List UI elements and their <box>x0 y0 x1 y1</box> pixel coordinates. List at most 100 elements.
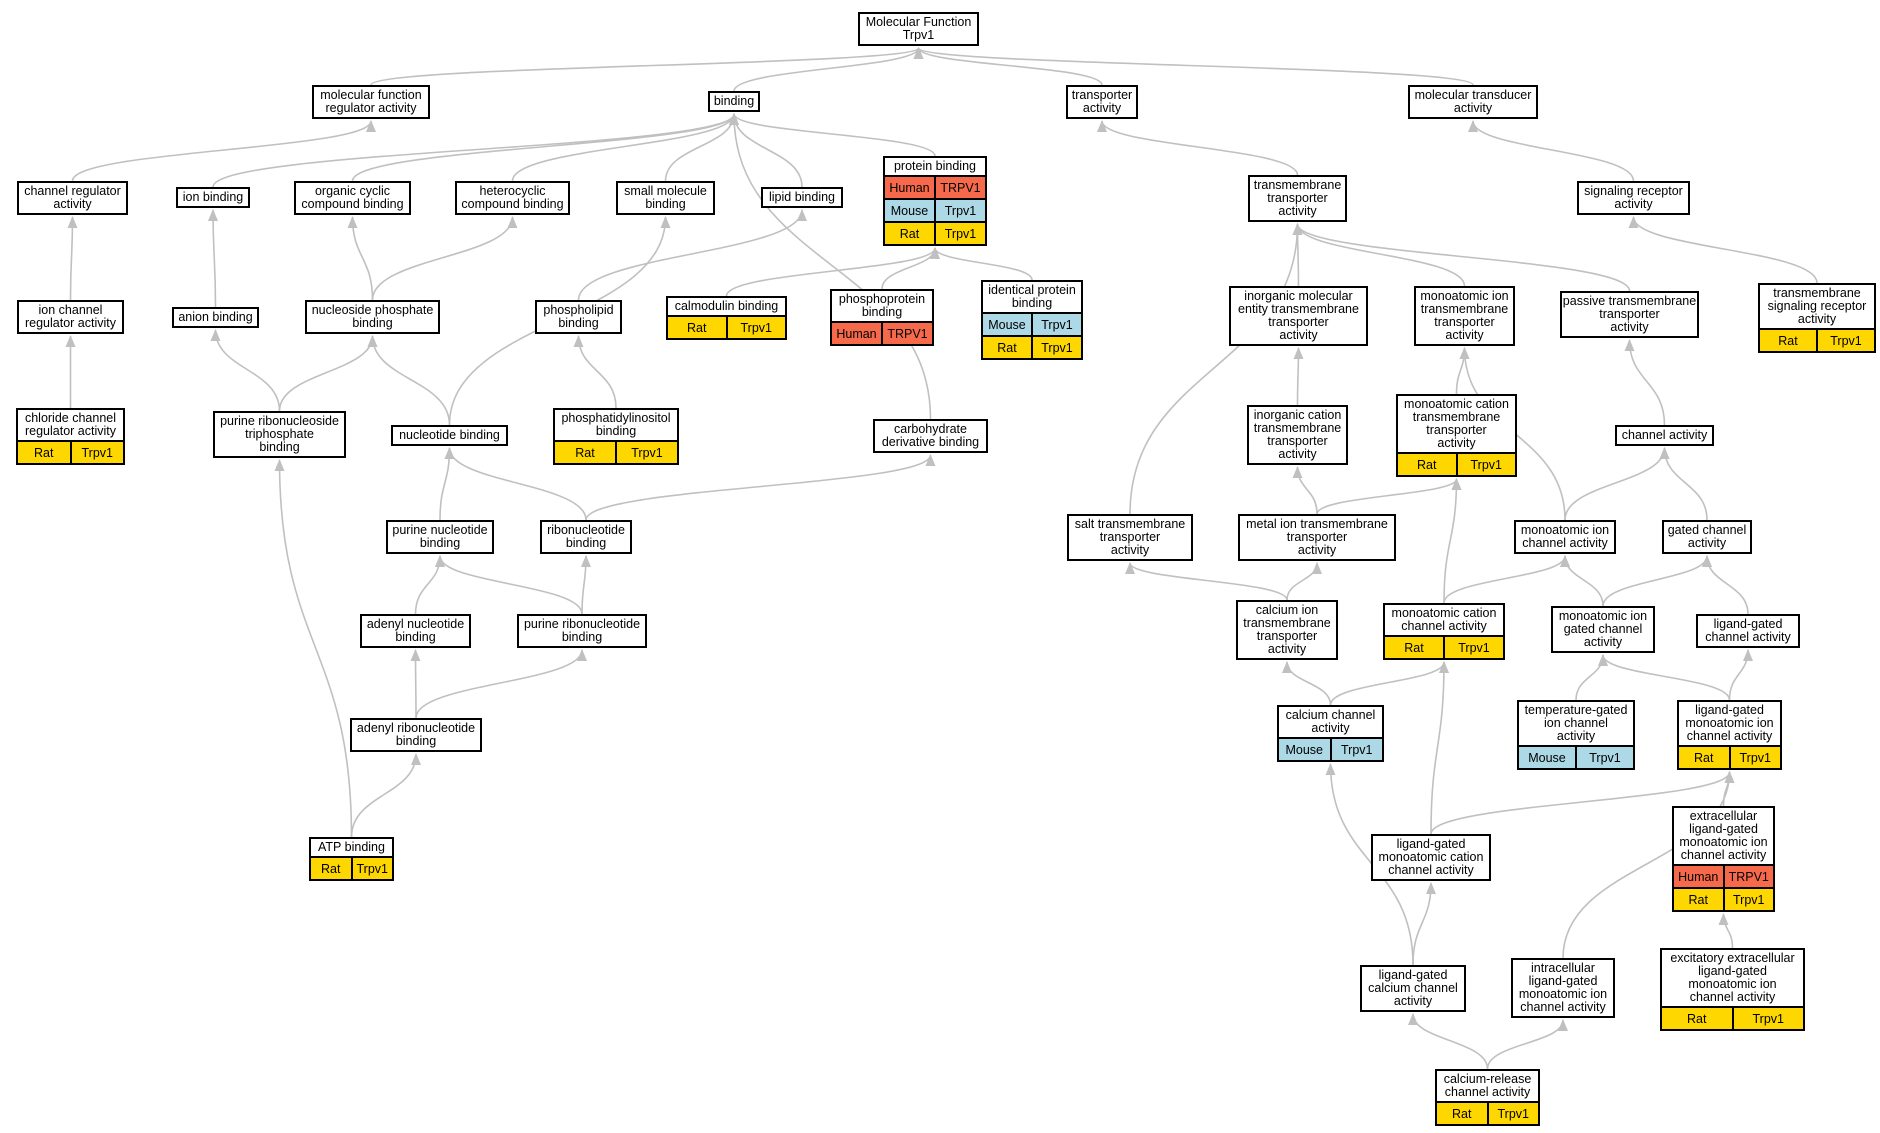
edge-protbind-to-binding <box>729 113 936 157</box>
edge-intralg-to-lgmonoion <box>1562 771 1735 959</box>
edge-metalion-to-inorgcat <box>1292 466 1318 515</box>
term-label-line: molecular function <box>320 88 422 102</box>
edge-orgcyc-to-binding <box>351 113 739 182</box>
term-label-line: phospholipid <box>543 303 614 317</box>
gene-symbol-cell: Trpv1 <box>1455 454 1516 475</box>
term-node-lipid-binding[interactable]: lipid binding <box>761 187 843 208</box>
term-label-line: carbohydrate <box>894 422 967 436</box>
term-label-line: extracellular <box>1689 809 1758 823</box>
species-cell: Rat <box>687 320 707 335</box>
term-label-line: transporter <box>1286 530 1348 544</box>
edge-ribonuc-to-nucleotide <box>444 447 587 521</box>
term-node-nucleotide-binding[interactable]: nucleotide binding <box>391 425 508 446</box>
species-cell: Rat <box>1417 457 1437 472</box>
species-cell: Human <box>836 326 877 341</box>
species-cell: Rat <box>321 861 341 876</box>
term-label-line: monoatomic ion <box>1688 977 1777 991</box>
term-label-line: monoatomic ion <box>1679 835 1768 849</box>
species-row-rat: Rat Trpv1 <box>1398 452 1515 475</box>
term-label: protein binding <box>885 158 985 175</box>
term-label-line: ligand-gated <box>1689 822 1758 836</box>
term-label-line: activity <box>1278 204 1317 218</box>
term-label-line: activity <box>1110 543 1150 557</box>
term-node-ion-binding[interactable]: ion binding <box>176 187 250 208</box>
term-label-line: excitatory extracellular <box>1670 951 1795 965</box>
edge-phospholipid-to-lipid <box>577 209 807 301</box>
term-node-binding[interactable]: binding <box>708 91 760 112</box>
term-node-anion-binding[interactable]: anion binding <box>172 307 259 328</box>
edge-transducer-to-mf <box>913 47 1474 86</box>
term-label-line: activity <box>1311 721 1350 735</box>
edge-monoion_tm-to-tmtrans <box>1292 223 1466 287</box>
term-label-line: ligand-gated <box>1378 968 1448 982</box>
term-label-line: channel activity <box>1680 848 1767 862</box>
term-node-channel-activity[interactable]: channel activity <box>1615 425 1714 446</box>
term-label-line: monoatomic ion <box>1518 987 1608 1001</box>
gene-symbol-cell: TRPV1 <box>934 177 985 198</box>
